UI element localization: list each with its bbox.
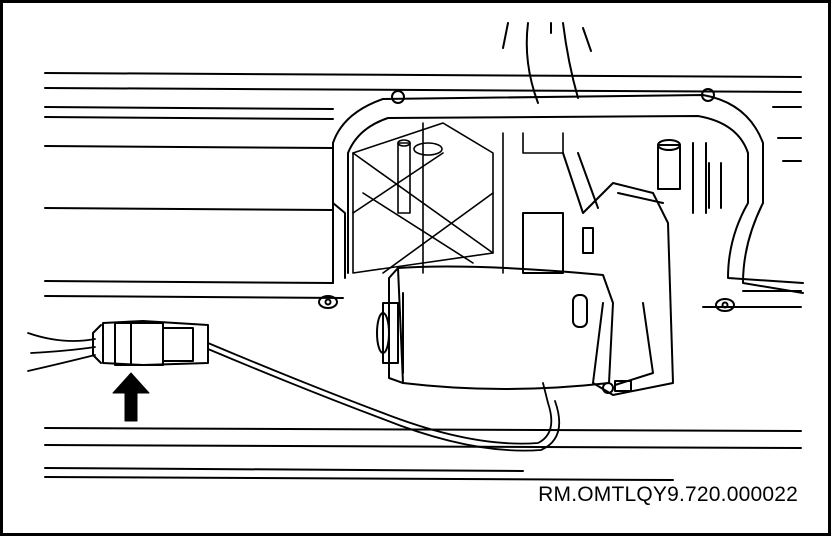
- rail-lines: [44, 72, 802, 481]
- lattice-structure: [352, 122, 564, 274]
- motor-connector-illustration: [27, 22, 804, 481]
- screws: [318, 295, 735, 312]
- wire-harness: [27, 332, 561, 452]
- bracket-frame: [332, 88, 804, 294]
- connector: [92, 320, 209, 366]
- figure-reference-code: RM.OMTLQY9.720.000022: [538, 483, 798, 506]
- motor-body: [376, 265, 614, 394]
- right-posts: [657, 139, 722, 214]
- upper-stalk: [502, 22, 592, 104]
- mount-plate: [522, 152, 674, 396]
- callout-arrow-icon: [112, 372, 150, 422]
